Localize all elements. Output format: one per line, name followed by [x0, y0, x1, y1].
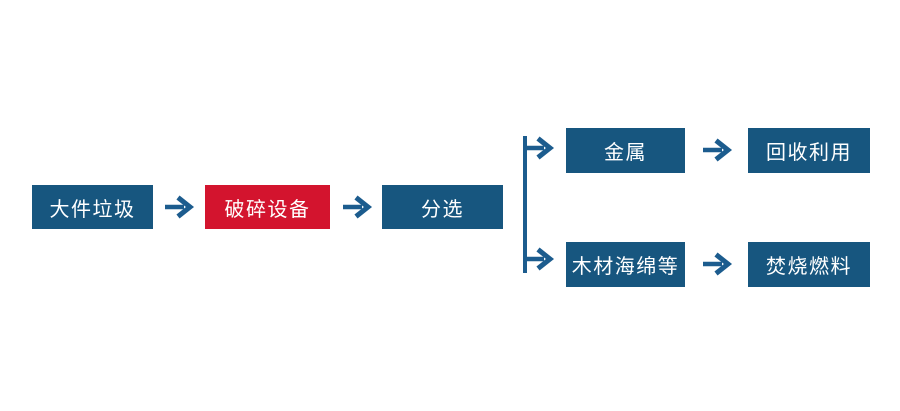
- node-crushing-equipment: 破碎设备: [205, 185, 330, 229]
- arrow-right-icon: [703, 138, 733, 162]
- node-metal: 金属: [566, 128, 685, 173]
- node-sorting: 分选: [382, 185, 503, 229]
- arrow-right-icon: [165, 195, 195, 219]
- node-bulky-waste: 大件垃圾: [32, 185, 153, 229]
- node-recycling: 回收利用: [748, 128, 870, 173]
- branch-connector-line: [523, 136, 527, 273]
- node-wood-sponge: 木材海绵等: [566, 242, 685, 287]
- arrow-right-icon: [525, 247, 555, 271]
- arrow-right-icon: [343, 195, 373, 219]
- arrow-right-icon: [525, 136, 555, 160]
- arrow-right-icon: [703, 252, 733, 276]
- node-incineration-fuel: 焚烧燃料: [748, 242, 870, 287]
